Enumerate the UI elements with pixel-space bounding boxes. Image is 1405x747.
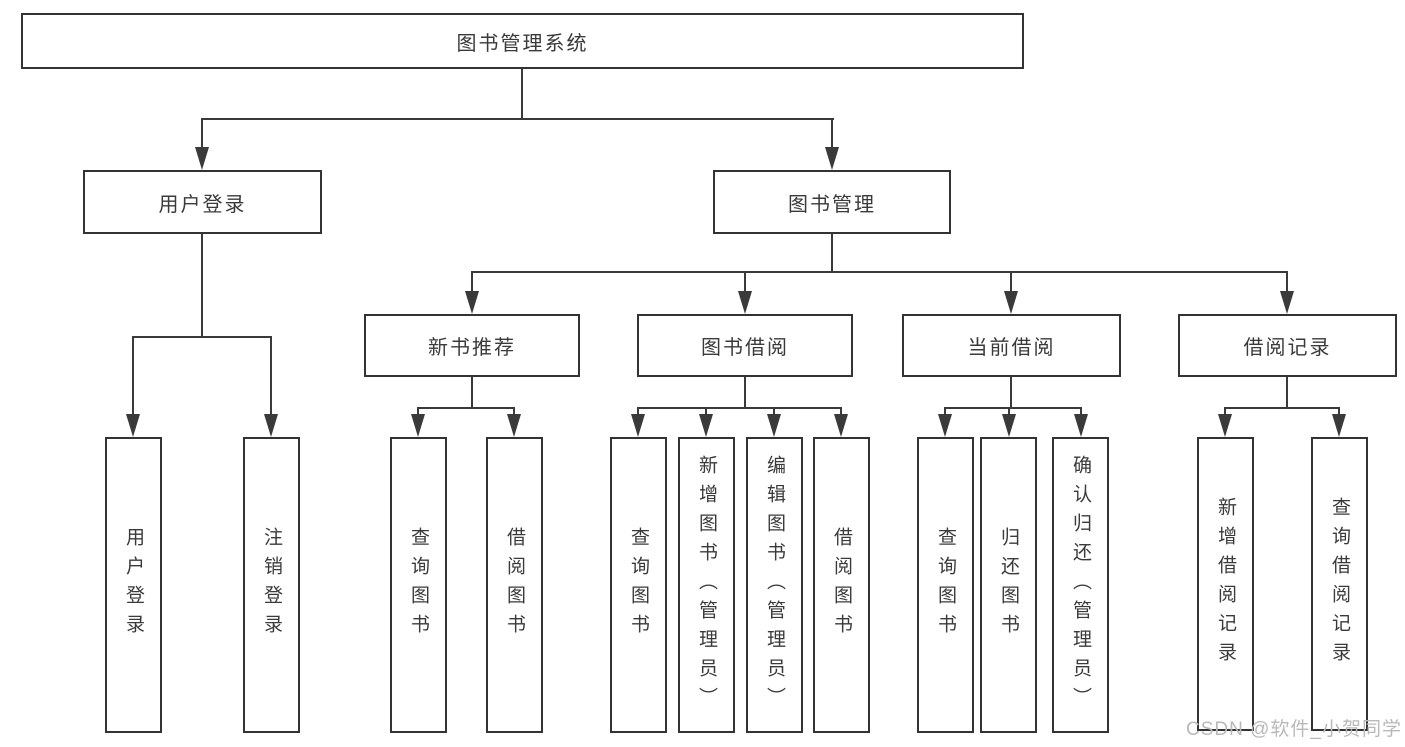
connector (840, 407, 842, 417)
arrow-down-icon (767, 414, 781, 437)
connector (705, 407, 707, 417)
arrow-down-icon (1280, 291, 1294, 314)
connector (471, 377, 473, 409)
connector (831, 118, 833, 148)
arrow-down-icon (1332, 414, 1346, 437)
node-label: 查询借阅记录 (1329, 497, 1350, 671)
node-label: 新书推荐 (428, 337, 516, 359)
node-current-borrowing: 当前借阅 (902, 314, 1121, 377)
arrow-down-icon (825, 147, 839, 170)
connector (1008, 407, 1010, 417)
leaf-query-borrow-record: 查询借阅记录 (1311, 437, 1368, 731)
node-label: 归还图书 (998, 527, 1019, 643)
connector (521, 69, 523, 119)
connector (1338, 407, 1340, 417)
connector (944, 407, 1082, 409)
arrow-down-icon (699, 414, 713, 437)
connector (1224, 407, 1226, 417)
connector (1286, 377, 1288, 409)
arrow-down-icon (465, 291, 479, 314)
node-library-management-system: 图书管理系统 (21, 13, 1024, 69)
connector (417, 407, 515, 409)
connector (944, 407, 946, 417)
connector (513, 407, 515, 417)
arrow-down-icon (738, 291, 752, 314)
node-label: 当前借阅 (967, 337, 1056, 359)
connector (831, 234, 833, 273)
connector (744, 377, 746, 409)
node-label: 查询图书 (628, 527, 649, 643)
connector (471, 271, 1288, 273)
arrow-down-icon (1218, 414, 1232, 437)
connector (744, 271, 746, 293)
leaf-user-login: 用户登录 (105, 437, 162, 733)
leaf-borrow-books-borrowing: 借阅图书 (813, 437, 870, 733)
arrow-down-icon (507, 414, 521, 437)
connector (132, 336, 272, 338)
node-label: 图书管理 (788, 193, 876, 216)
leaf-edit-book-admin: 编辑图书（管理员） (746, 437, 803, 733)
node-label: 注销登录 (261, 527, 282, 643)
connector (1010, 271, 1012, 293)
arrow-down-icon (938, 414, 952, 437)
arrow-down-icon (411, 414, 425, 437)
leaf-confirm-return-admin: 确认归还（管理员） (1052, 437, 1109, 733)
node-label: 查询图书 (408, 527, 429, 643)
connector (1224, 407, 1340, 409)
leaf-borrow-books-recommend: 借阅图书 (486, 437, 543, 733)
arrow-down-icon (264, 414, 278, 437)
leaf-logout: 注销登录 (243, 437, 300, 733)
node-book-borrowing: 图书借阅 (637, 314, 853, 377)
node-label: 借阅记录 (1243, 337, 1332, 359)
leaf-add-borrow-record: 新增借阅记录 (1197, 437, 1254, 731)
connector (637, 407, 842, 409)
connector (773, 407, 775, 417)
node-new-book-recommend: 新书推荐 (364, 314, 580, 377)
leaf-query-books-recommend: 查询图书 (390, 437, 447, 733)
node-label: 借阅图书 (831, 527, 852, 643)
node-label: 新增图书（管理员） (696, 454, 717, 716)
node-borrowing-records: 借阅记录 (1178, 314, 1397, 377)
leaf-query-books-borrowing: 查询图书 (610, 437, 667, 733)
arrow-down-icon (834, 414, 848, 437)
node-label: 借阅图书 (504, 527, 525, 643)
csdn-watermark: CSDN @软件_小贺同学 (1186, 719, 1402, 740)
arrow-down-icon (1074, 414, 1088, 437)
node-label: 图书借阅 (701, 337, 789, 359)
node-label: 确认归还（管理员） (1070, 454, 1091, 716)
leaf-return-books: 归还图书 (980, 437, 1037, 733)
connector (417, 407, 419, 417)
node-label: 用户登录 (158, 193, 247, 216)
connector (270, 336, 272, 416)
node-label: 编辑图书（管理员） (764, 454, 785, 716)
connector (637, 407, 639, 417)
arrow-down-icon (126, 414, 140, 437)
connector (201, 118, 203, 148)
leaf-add-book-admin: 新增图书（管理员） (678, 437, 735, 733)
connector (201, 118, 834, 120)
arrow-down-icon (1004, 291, 1018, 314)
node-label: 用户登录 (123, 527, 144, 643)
node-label: 新增借阅记录 (1215, 497, 1236, 671)
connector (1080, 407, 1082, 417)
arrow-down-icon (195, 147, 209, 170)
node-book-management: 图书管理 (713, 170, 951, 234)
node-user-login: 用户登录 (83, 170, 322, 234)
arrow-down-icon (631, 414, 645, 437)
node-label: 图书管理系统 (456, 32, 589, 55)
arrow-down-icon (1002, 414, 1016, 437)
connector (1010, 377, 1012, 409)
connector (201, 234, 203, 338)
connector (471, 271, 473, 293)
connector (132, 336, 134, 416)
node-label: 查询图书 (935, 527, 956, 643)
leaf-query-books-current: 查询图书 (917, 437, 974, 733)
connector (1286, 271, 1288, 293)
